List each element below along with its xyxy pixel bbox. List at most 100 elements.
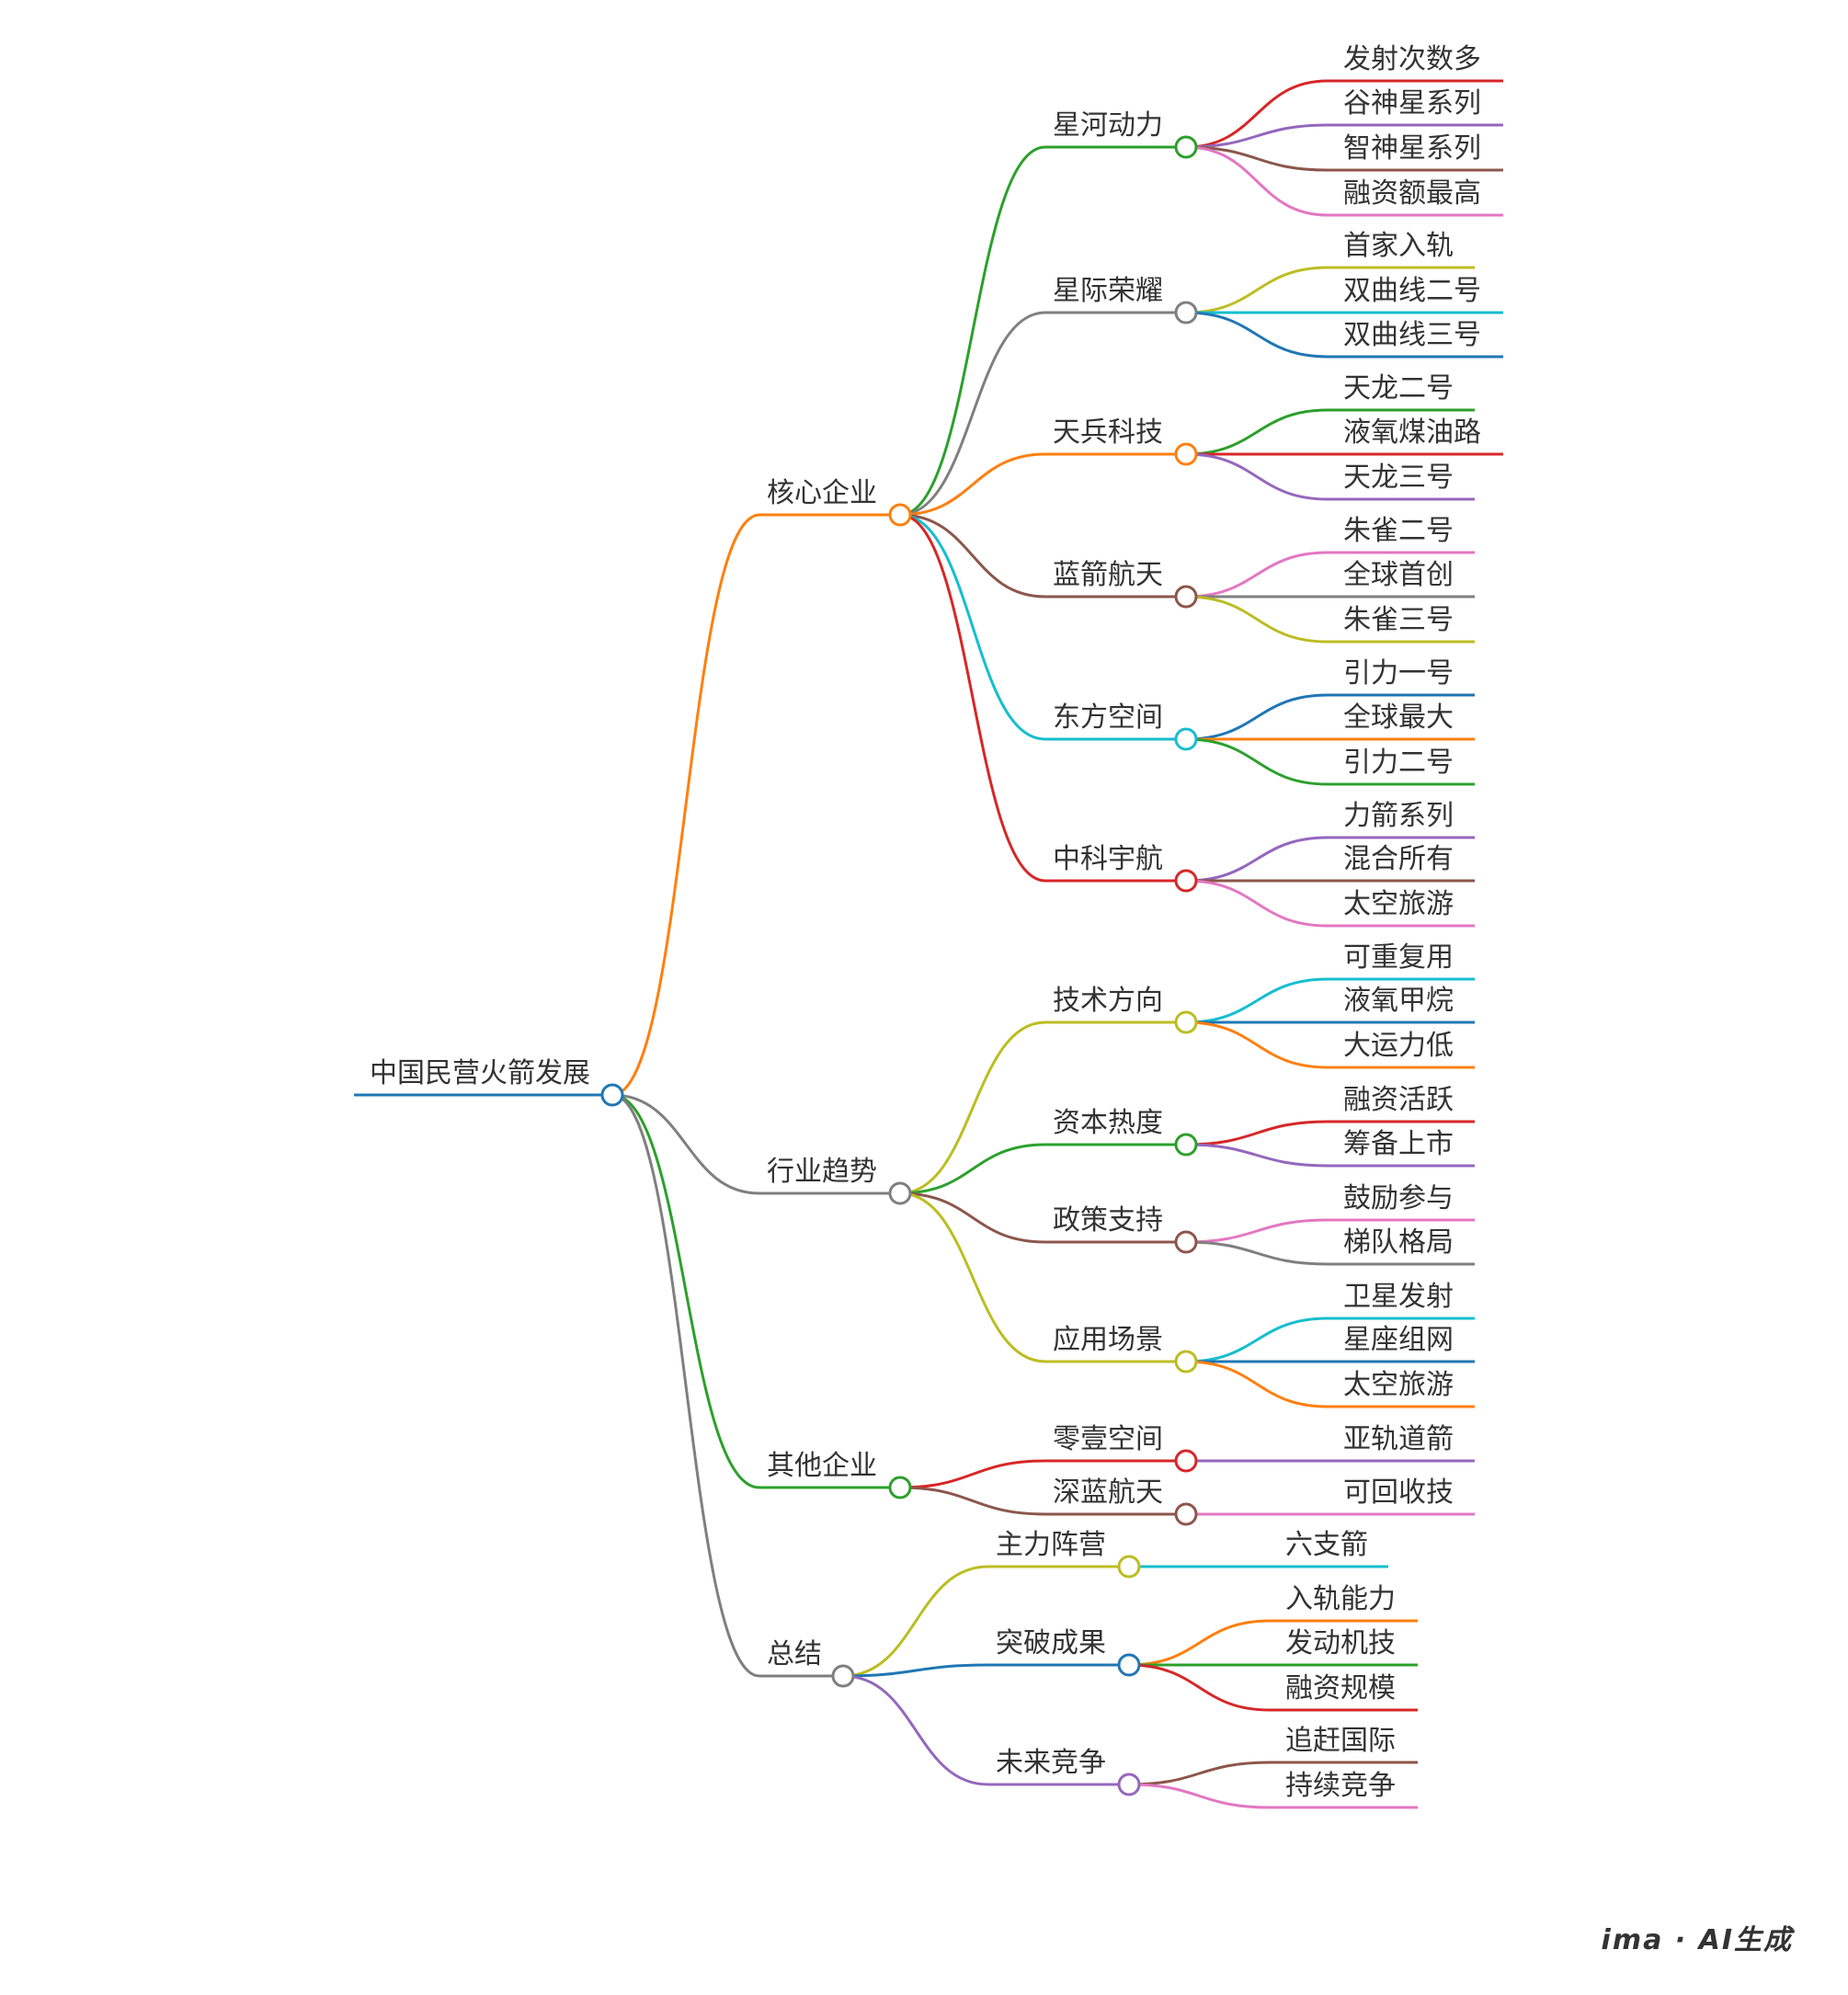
link-branch-to-topic [842, 1663, 989, 1678]
topic-toggle[interactable] [1117, 1555, 1141, 1579]
link-topic-to-leaf [1185, 737, 1329, 786]
topic-label: 主力阵营 [996, 1529, 1106, 1561]
leaf-label: 双曲线二号 [1343, 275, 1481, 307]
topic-label: 深蓝航天 [1053, 1476, 1163, 1509]
leaf-label: 谷神星系列 [1343, 87, 1481, 120]
link-branch-to-topic [899, 1459, 1046, 1489]
topic-toggle[interactable] [1174, 869, 1198, 893]
leaf-label: 发动机技 [1285, 1627, 1396, 1659]
leaf-label: 天龙二号 [1343, 372, 1454, 405]
leaf-label: 亚轨道箭 [1343, 1423, 1454, 1455]
link-branch-to-topic [899, 145, 1046, 517]
link-root-to-branch [611, 1093, 760, 1678]
leaf-label: 融资活跃 [1343, 1084, 1454, 1116]
branch-toggle[interactable] [888, 1181, 912, 1205]
leaf-label: 混合所有 [1343, 843, 1454, 875]
link-topic-to-leaf [1185, 79, 1329, 149]
topic-toggle[interactable] [1174, 442, 1198, 466]
leaf-label: 星座组网 [1343, 1324, 1454, 1356]
topic-label: 东方空间 [1053, 701, 1163, 734]
branch-label: 总结 [767, 1638, 822, 1670]
leaf-label: 筹备上市 [1343, 1128, 1454, 1160]
link-root-to-branch [611, 1093, 760, 1489]
link-branch-to-topic [899, 1020, 1046, 1195]
link-branch-to-topic [899, 311, 1046, 517]
link-topic-to-leaf [1185, 1120, 1329, 1146]
topic-toggle[interactable] [1174, 1133, 1198, 1157]
leaf-label: 发射次数多 [1343, 43, 1481, 75]
topic-toggle[interactable] [1174, 301, 1198, 325]
topic-toggle[interactable] [1174, 1502, 1198, 1526]
leaf-label: 融资额最高 [1343, 177, 1481, 210]
branch-label: 核心企业 [767, 477, 877, 509]
link-root-to-branch [611, 1093, 760, 1195]
leaf-label: 智神星系列 [1343, 132, 1481, 165]
branch-label: 其他企业 [767, 1450, 877, 1482]
link-topic-to-leaf [1185, 1020, 1329, 1069]
leaf-label: 卫星发射 [1343, 1281, 1454, 1313]
root-toggle[interactable] [600, 1083, 624, 1107]
topic-toggle[interactable] [1117, 1773, 1141, 1796]
link-topic-to-leaf [1185, 977, 1329, 1024]
leaf-label: 太空旅游 [1343, 1369, 1454, 1401]
topic-toggle[interactable] [1174, 1010, 1198, 1034]
mindmap-links [354, 79, 1503, 1809]
link-topic-to-leaf [1185, 1218, 1329, 1244]
link-topic-to-leaf [1185, 145, 1329, 172]
topic-toggle[interactable] [1174, 727, 1198, 751]
link-topic-to-leaf [1185, 452, 1329, 501]
topic-label: 蓝箭航天 [1053, 559, 1163, 591]
leaf-label: 持续竞争 [1285, 1770, 1396, 1802]
leaf-label: 六支箭 [1285, 1529, 1368, 1561]
leaf-label: 梯队格局 [1343, 1226, 1454, 1259]
leaf-label: 追赶国际 [1285, 1725, 1396, 1757]
leaf-label: 鼓励参与 [1343, 1182, 1454, 1214]
leaf-label: 双曲线三号 [1343, 319, 1481, 351]
link-branch-to-topic [842, 1674, 989, 1786]
link-topic-to-leaf [1128, 1619, 1271, 1667]
link-topic-to-leaf [1185, 551, 1329, 598]
link-topic-to-leaf [1128, 1663, 1271, 1712]
topic-label: 天兵科技 [1053, 416, 1163, 449]
leaf-label: 可回收技 [1343, 1476, 1454, 1509]
root-label: 中国民营火箭发展 [370, 1057, 590, 1089]
leaf-label: 首家入轨 [1343, 230, 1454, 262]
leaf-label: 融资规模 [1285, 1672, 1396, 1704]
link-topic-to-leaf [1185, 1317, 1329, 1363]
link-topic-to-leaf [1185, 1240, 1329, 1266]
topic-toggle[interactable] [1174, 585, 1198, 609]
link-topic-to-leaf [1185, 266, 1329, 314]
branch-toggle[interactable] [831, 1664, 855, 1688]
topic-toggle[interactable] [1174, 135, 1198, 159]
link-topic-to-leaf [1185, 145, 1329, 217]
link-topic-to-leaf [1185, 1143, 1329, 1168]
topic-label: 未来竞争 [996, 1747, 1106, 1779]
mindmap-nodes: 中国民营火箭发展核心企业星河动力发射次数多谷神星系列智神星系列融资额最高星际荣耀… [370, 43, 1481, 1802]
branch-toggle[interactable] [888, 503, 912, 527]
link-root-to-branch [611, 513, 760, 1097]
link-branch-to-topic [899, 1191, 1046, 1244]
topic-toggle[interactable] [1174, 1230, 1198, 1254]
topic-toggle[interactable] [1174, 1449, 1198, 1473]
topic-toggle[interactable] [1117, 1653, 1141, 1677]
leaf-label: 引力一号 [1343, 657, 1454, 690]
topic-toggle[interactable] [1174, 1350, 1198, 1374]
topic-label: 资本热度 [1053, 1107, 1163, 1139]
leaf-label: 液氧甲烷 [1343, 985, 1454, 1017]
leaf-label: 全球最大 [1343, 701, 1454, 734]
topic-label: 应用场景 [1053, 1324, 1163, 1356]
leaf-label: 入轨能力 [1285, 1583, 1396, 1615]
branch-toggle[interactable] [888, 1476, 912, 1499]
link-topic-to-leaf [1128, 1761, 1271, 1786]
branch-label: 行业趋势 [767, 1156, 877, 1188]
leaf-label: 大运力低 [1343, 1030, 1454, 1062]
link-topic-to-leaf [1185, 693, 1329, 741]
link-branch-to-topic [899, 513, 1046, 598]
topic-label: 零壹空间 [1053, 1423, 1163, 1455]
leaf-label: 天龙三号 [1343, 462, 1454, 494]
link-branch-to-topic [842, 1565, 989, 1678]
topic-label: 技术方向 [1053, 985, 1163, 1017]
leaf-label: 可重复用 [1343, 941, 1454, 974]
leaf-label: 力箭系列 [1343, 800, 1454, 832]
